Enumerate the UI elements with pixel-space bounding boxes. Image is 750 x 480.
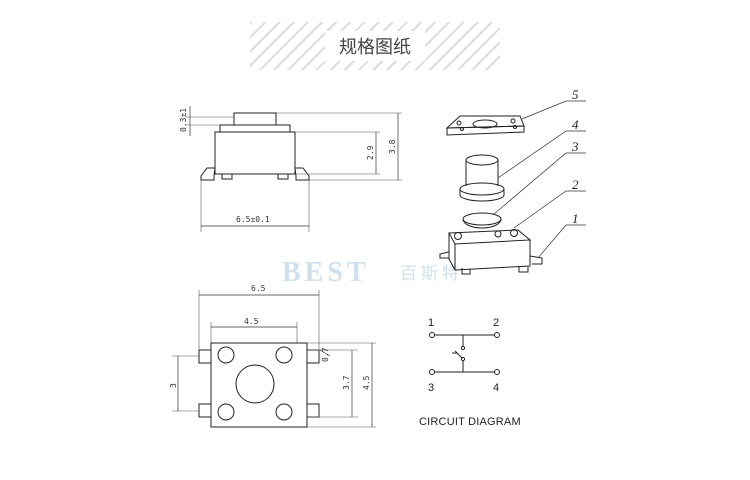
dim-body-height: 2.9 (366, 145, 375, 160)
part-label-5: 5 (572, 87, 579, 102)
top-pin-4 (306, 403, 320, 418)
part-label-4: 4 (572, 117, 579, 132)
part-label-3: 3 (571, 139, 579, 154)
circuit-switch-blade (454, 350, 463, 359)
part-cover-plate (445, 115, 525, 136)
dim-outer-height: 4.5 (362, 375, 371, 390)
dim-outer-width: 6.5 (251, 284, 266, 293)
side-pin-left (200, 167, 216, 181)
side-actuator (233, 112, 277, 126)
side-foot-left (221, 174, 233, 180)
top-pin-1 (198, 349, 212, 364)
circuit-pin-label-1: 1 (428, 317, 434, 329)
top-view (172, 290, 376, 428)
circuit-terminal-2 (494, 332, 500, 338)
dim-side-width: 6.5±0.1 (236, 215, 270, 224)
top-pin-3 (198, 403, 212, 418)
top-actuator (235, 364, 275, 404)
top-hole-2 (275, 346, 293, 364)
circuit-diagram (429, 332, 500, 375)
part-label-1: 1 (572, 211, 579, 226)
dim-inner-height: 3.7 (342, 375, 351, 390)
circuit-terminal-4 (494, 369, 500, 375)
side-view (186, 106, 402, 232)
watermark: BEST 百斯特 (282, 257, 463, 288)
top-hole-1 (217, 346, 235, 364)
dim-top-offset: 0.3±1 (179, 108, 188, 132)
page-title: 规格图纸 (325, 31, 425, 61)
top-pin-2 (306, 349, 320, 364)
side-foot-right (277, 174, 289, 180)
dim-total-height: 3.8 (388, 139, 397, 154)
dim-small: 0.7 (321, 347, 330, 362)
dim-pin-pitch: 3 (169, 383, 178, 388)
dim-inner-width: 4.5 (244, 317, 259, 326)
part-actuator (459, 154, 505, 202)
circuit-pin-label-4: 4 (493, 382, 499, 394)
header-banner: 规格图纸 (250, 22, 500, 70)
top-hole-4 (275, 403, 293, 421)
part-base (448, 229, 532, 271)
exploded-view (439, 100, 586, 275)
circuit-pin-label-3: 3 (428, 382, 434, 394)
top-body (210, 342, 308, 428)
circuit-caption: CIRCUIT DIAGRAM (419, 416, 521, 428)
side-collar (219, 124, 291, 133)
side-body (214, 131, 296, 175)
watermark-brand: BEST (282, 257, 370, 288)
part-label-2: 2 (572, 177, 579, 192)
circuit-pin-label-2: 2 (493, 317, 499, 329)
watermark-cn: 百斯特 (400, 264, 463, 284)
top-hole-3 (217, 403, 235, 421)
part-dome (462, 212, 502, 229)
circuit-terminal-3 (429, 369, 435, 375)
part-pins (439, 251, 543, 275)
circuit-terminal-1 (429, 332, 435, 338)
